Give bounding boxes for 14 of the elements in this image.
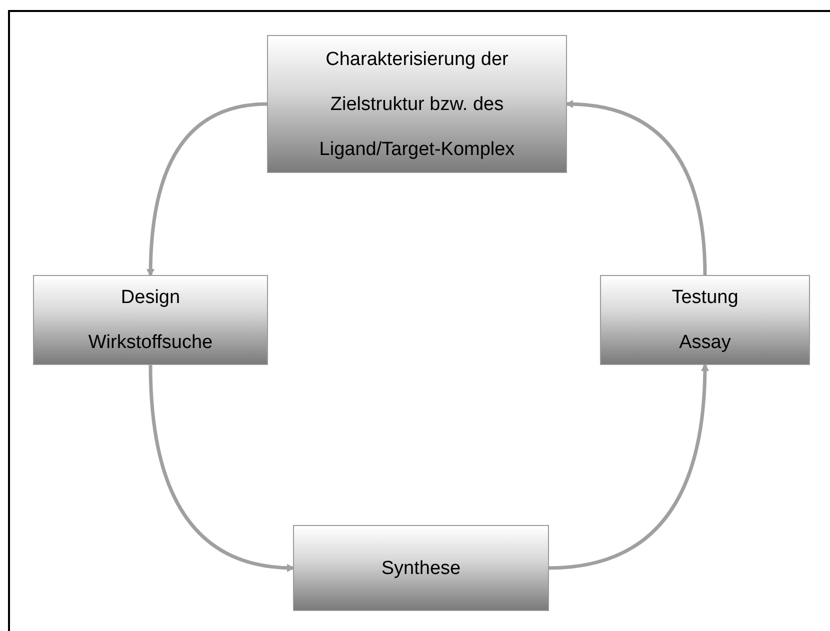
box-label: Synthese (381, 556, 461, 580)
process-box (33, 275, 268, 365)
process-box (600, 275, 810, 365)
arrow (146, 102, 268, 277)
process-box (293, 525, 549, 611)
arrow (548, 363, 709, 570)
process-box (267, 35, 567, 173)
box-label: Testung (672, 286, 738, 310)
arrow (148, 364, 295, 572)
box-label: Design (120, 286, 180, 310)
box-label: Assay (679, 331, 731, 355)
box-label: Wirkstoffsuche (88, 331, 213, 355)
arrow (565, 100, 707, 276)
box-label: Charakterisierung der Zielstruktur bzw. des Ligand/Target-Komplex (318, 48, 516, 162)
